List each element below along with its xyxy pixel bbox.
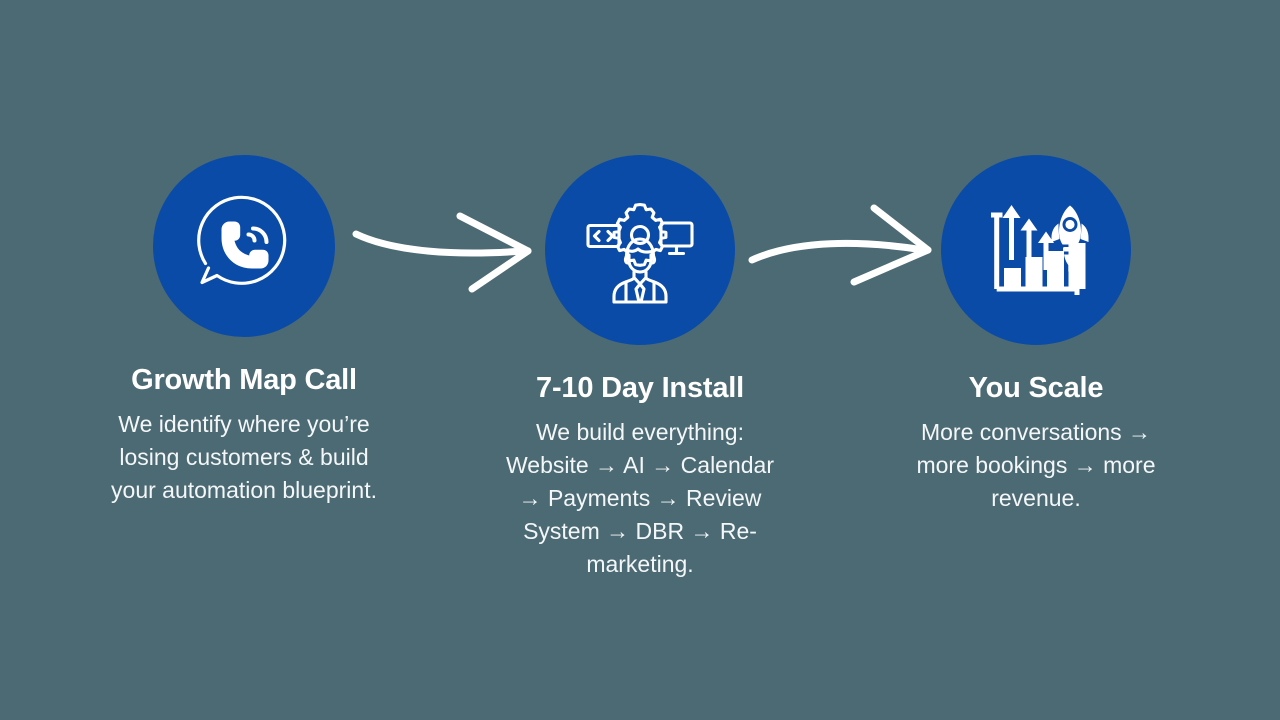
step-2-title: 7-10 Day Install	[536, 372, 744, 404]
step-you-scale: You Scale More conversations → more book…	[838, 0, 1234, 515]
step-3-icon-badge	[941, 155, 1131, 345]
growth-rocket-icon	[978, 192, 1094, 308]
step-1-title: Growth Map Call	[131, 364, 357, 396]
step-growth-map-call: Growth Map Call We identify where you’re…	[46, 0, 442, 507]
phone-call-icon	[184, 186, 304, 306]
step-3-title: You Scale	[968, 372, 1104, 404]
step-2-description: We build everything: Website → AI → Cale…	[505, 418, 775, 577]
step-1-icon-badge	[153, 155, 335, 337]
developer-setup-icon	[582, 192, 698, 308]
step-1-description: We identify where you’re losing customer…	[111, 410, 377, 503]
step-2-icon-badge	[545, 155, 735, 345]
step-seven-to-ten-day-install: 7-10 Day Install We build everything: We…	[442, 0, 838, 581]
step-3-description: More conversations → more bookings → mor…	[916, 418, 1156, 511]
